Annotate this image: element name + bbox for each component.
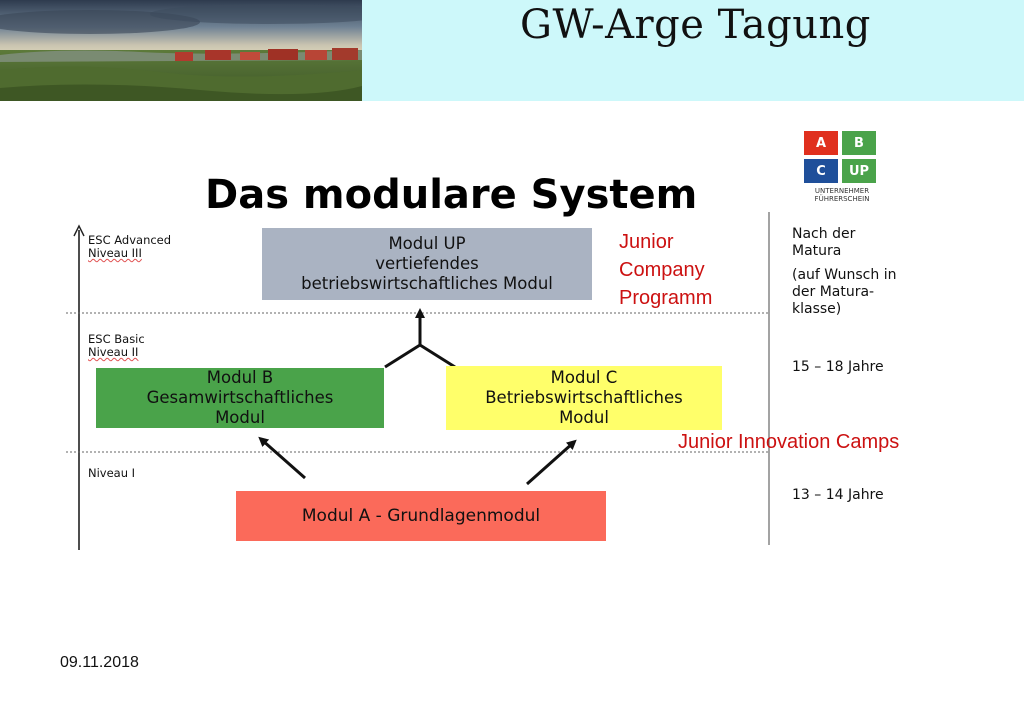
logo-cell-a: A xyxy=(804,131,838,155)
modul-up-line3: betriebswirtschaftliches Modul xyxy=(301,274,553,293)
level-name-advanced: ESC Advanced xyxy=(88,233,172,247)
logo-cell-up: UP xyxy=(842,159,876,183)
logo-cell-b: B xyxy=(842,131,876,155)
age-label-15-18: 15 – 18 Jahre xyxy=(792,359,884,375)
arrow-a-to-b xyxy=(258,436,306,480)
level-niveau-3: Niveau III xyxy=(88,246,142,260)
level-label-basic: ESC Basic Niveau II xyxy=(88,333,145,359)
unternehmerfuehrerschein-logo: A B C UP UNTERNEHMER FÜHRERSCHEIN xyxy=(804,131,880,207)
modul-b-title: Modul B xyxy=(206,368,274,387)
modul-a-title: Modul A - Grundlagenmodul xyxy=(301,506,541,526)
modul-c-line3: Modul xyxy=(559,408,609,427)
page-title: GW-Arge Tagung xyxy=(520,2,871,48)
modul-b-line3: Modul xyxy=(215,408,265,427)
level-niveau-1: Niveau I xyxy=(88,466,136,480)
modul-up-line2: vertiefendes xyxy=(375,254,479,273)
junior-company-note: Junior Company Programm xyxy=(619,228,712,312)
age-label-13-14: 13 – 14 Jahre xyxy=(792,487,884,503)
logo-cell-c: C xyxy=(804,159,838,183)
connector-c-to-junction xyxy=(419,343,456,369)
age-matura-line1: Nach der xyxy=(792,226,856,242)
junior-company-line1: Junior xyxy=(619,231,674,253)
level-label-niveau-1: Niveau I xyxy=(88,467,135,480)
level-niveau-2: Niveau II xyxy=(88,345,139,359)
junior-innovation-camps-note: Junior Innovation Camps xyxy=(678,431,900,453)
logo-caption: UNTERNEHMER FÜHRERSCHEIN xyxy=(804,187,880,203)
modul-b-line2: Gesamwirtschaftliches xyxy=(146,388,334,407)
age-matura-line3: (auf Wunsch in xyxy=(792,267,897,283)
logo-caption-line2: FÜHRERSCHEIN xyxy=(814,195,870,203)
modul-c-line2: Betriebswirtschaftliches xyxy=(485,388,683,407)
footer-date: 09.11.2018 xyxy=(60,654,139,671)
modul-c-box: Modul C Betriebswirtschaftliches Modul xyxy=(446,366,722,430)
junior-company-line2: Company xyxy=(619,259,705,281)
diagram-title: Das modulare System xyxy=(205,172,698,218)
connector-b-to-junction xyxy=(384,343,421,369)
modul-a-box: Modul A - Grundlagenmodul xyxy=(236,491,606,541)
age-label-matura: Nach der Matura (auf Wunsch in der Matur… xyxy=(792,226,896,318)
age-matura-line4: der Matura- xyxy=(792,284,875,300)
junior-company-line3: Programm xyxy=(619,287,713,309)
modul-b-box: Modul B Gesamwirtschaftliches Modul xyxy=(96,368,384,428)
logo-caption-line1: UNTERNEHMER xyxy=(814,187,870,195)
level-axis-arrowhead xyxy=(73,224,85,237)
level-name-basic: ESC Basic xyxy=(88,332,145,346)
modul-up-box: Modul UP vertiefendes betriebswirtschaft… xyxy=(262,228,592,300)
header-landscape-photo xyxy=(0,0,362,101)
modul-up-title: Modul UP xyxy=(388,234,466,253)
level-label-advanced: ESC Advanced Niveau III xyxy=(88,234,171,260)
arrow-a-to-c xyxy=(526,439,577,486)
age-matura-line5: klasse) xyxy=(792,301,842,317)
modul-c-title: Modul C xyxy=(550,368,618,387)
age-matura-line2: Matura xyxy=(792,243,842,259)
